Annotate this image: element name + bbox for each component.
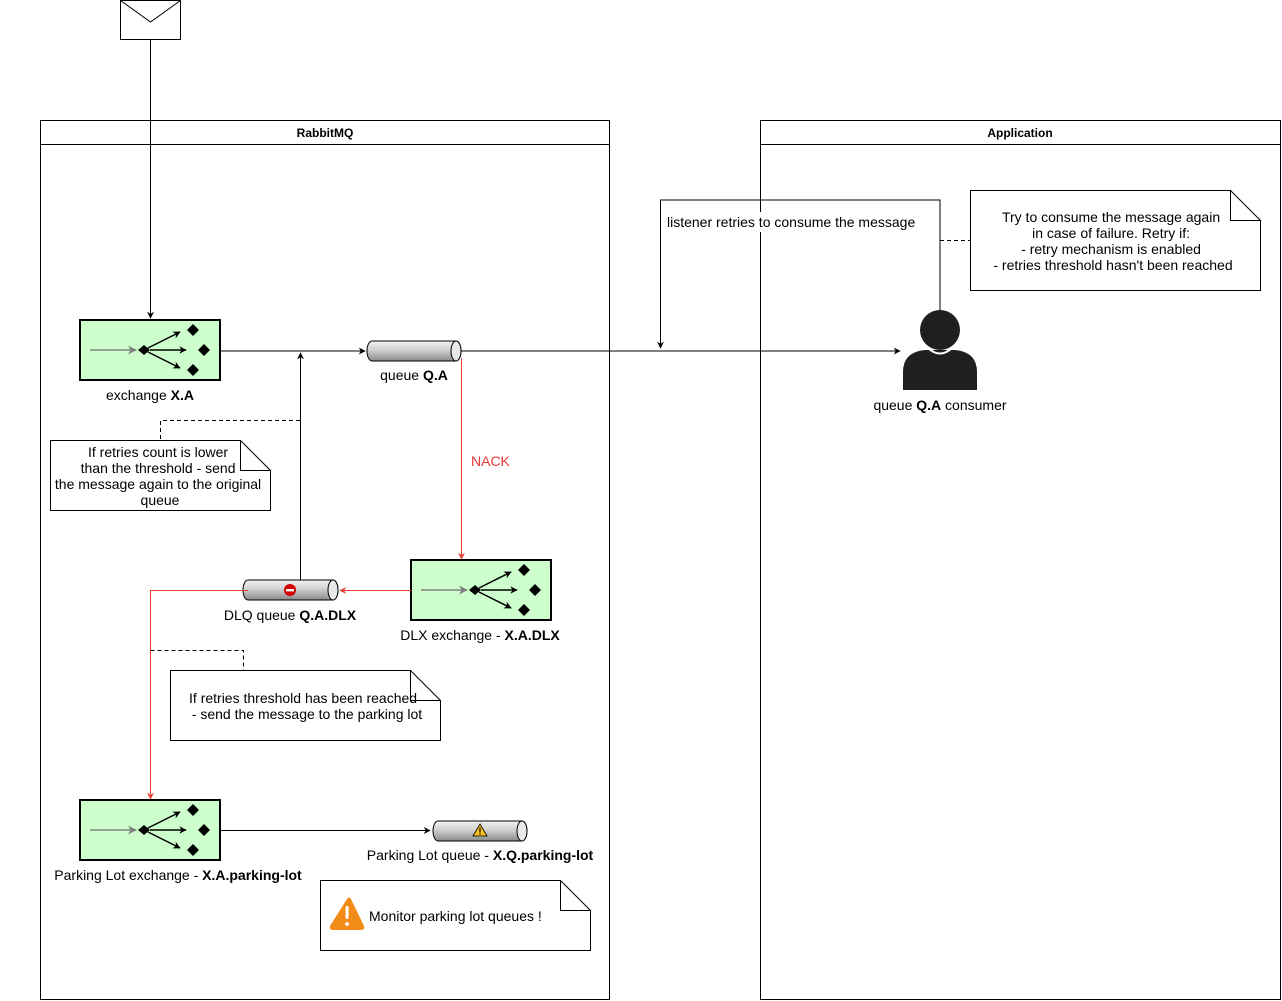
parking-note-line: If retries threshold has been reached: [189, 690, 417, 706]
rabbitmq-pool: RabbitMQ: [40, 120, 610, 1000]
retry-note-line: - retry mechanism is enabled: [1021, 241, 1201, 257]
envelope-icon: [120, 0, 181, 40]
edge-listener-retry-label: listener retries to consume the message: [667, 214, 915, 230]
svg-text:If retries count is lower: If retries count is lower than the thres…: [55, 444, 265, 508]
parking-exchange-node: [80, 800, 220, 860]
dlx-exchange-label: DLX exchange - X.A.DLX: [400, 627, 560, 643]
svg-text:If retries threshold has been: If retries threshold has been reached - …: [189, 690, 422, 722]
parking-queue-node: [432, 820, 528, 842]
warning-icon: [472, 823, 488, 837]
parking-note-line: - send the message to the parking lot: [192, 706, 422, 722]
queue-qa-node: [366, 340, 462, 362]
retry-note: Try to consume the message again in case…: [970, 190, 1261, 291]
dlq-queue-label: DLQ queue Q.A.DLX: [224, 607, 357, 623]
retry-note-line: - retries threshold hasn't been reached: [993, 257, 1232, 273]
threshold-note: If retries count is lower than the thres…: [50, 440, 271, 511]
monitor-note-text: Monitor parking lot queues !: [369, 908, 542, 924]
edge-listener-retry: [657, 199, 941, 349]
user-icon: [903, 310, 977, 390]
dlq-queue-node: [242, 579, 339, 601]
retry-note-line: Try to consume the message again: [1002, 209, 1220, 225]
svg-text:Try to consume the message aga: Try to consume the message again in case…: [993, 209, 1232, 273]
queue-qa-label: queue Q.A: [380, 367, 448, 383]
parking-note: If retries threshold has been reached - …: [170, 670, 441, 741]
application-pool-title: Application: [987, 126, 1052, 140]
threshold-note-line: than the threshold - send: [81, 460, 236, 476]
edge-nack-label: NACK: [471, 453, 511, 469]
threshold-note-line: the message again to the original: [55, 476, 261, 492]
monitor-note: Monitor parking lot queues !: [320, 880, 591, 951]
dlx-exchange-node: [411, 560, 551, 620]
warning-icon: [329, 897, 365, 930]
consumer-label: queue Q.A consumer: [873, 397, 1006, 413]
rabbitmq-pool-title: RabbitMQ: [297, 126, 354, 140]
exchange-xa-node: [80, 320, 220, 380]
threshold-note-line: If retries count is lower: [88, 444, 228, 460]
exchange-xa-label: exchange X.A: [106, 387, 194, 403]
stop-icon: [284, 584, 296, 596]
retry-note-line: in case of failure. Retry if:: [1032, 225, 1190, 241]
threshold-note-line: queue: [141, 492, 180, 508]
application-pool: Application: [760, 120, 1281, 1000]
parking-exchange-label: Parking Lot exchange - X.A.parking-lot: [54, 867, 302, 883]
parking-queue-label: Parking Lot queue - X.Q.parking-lot: [367, 847, 594, 863]
edge-dlq-to-parking: [147, 590, 248, 800]
